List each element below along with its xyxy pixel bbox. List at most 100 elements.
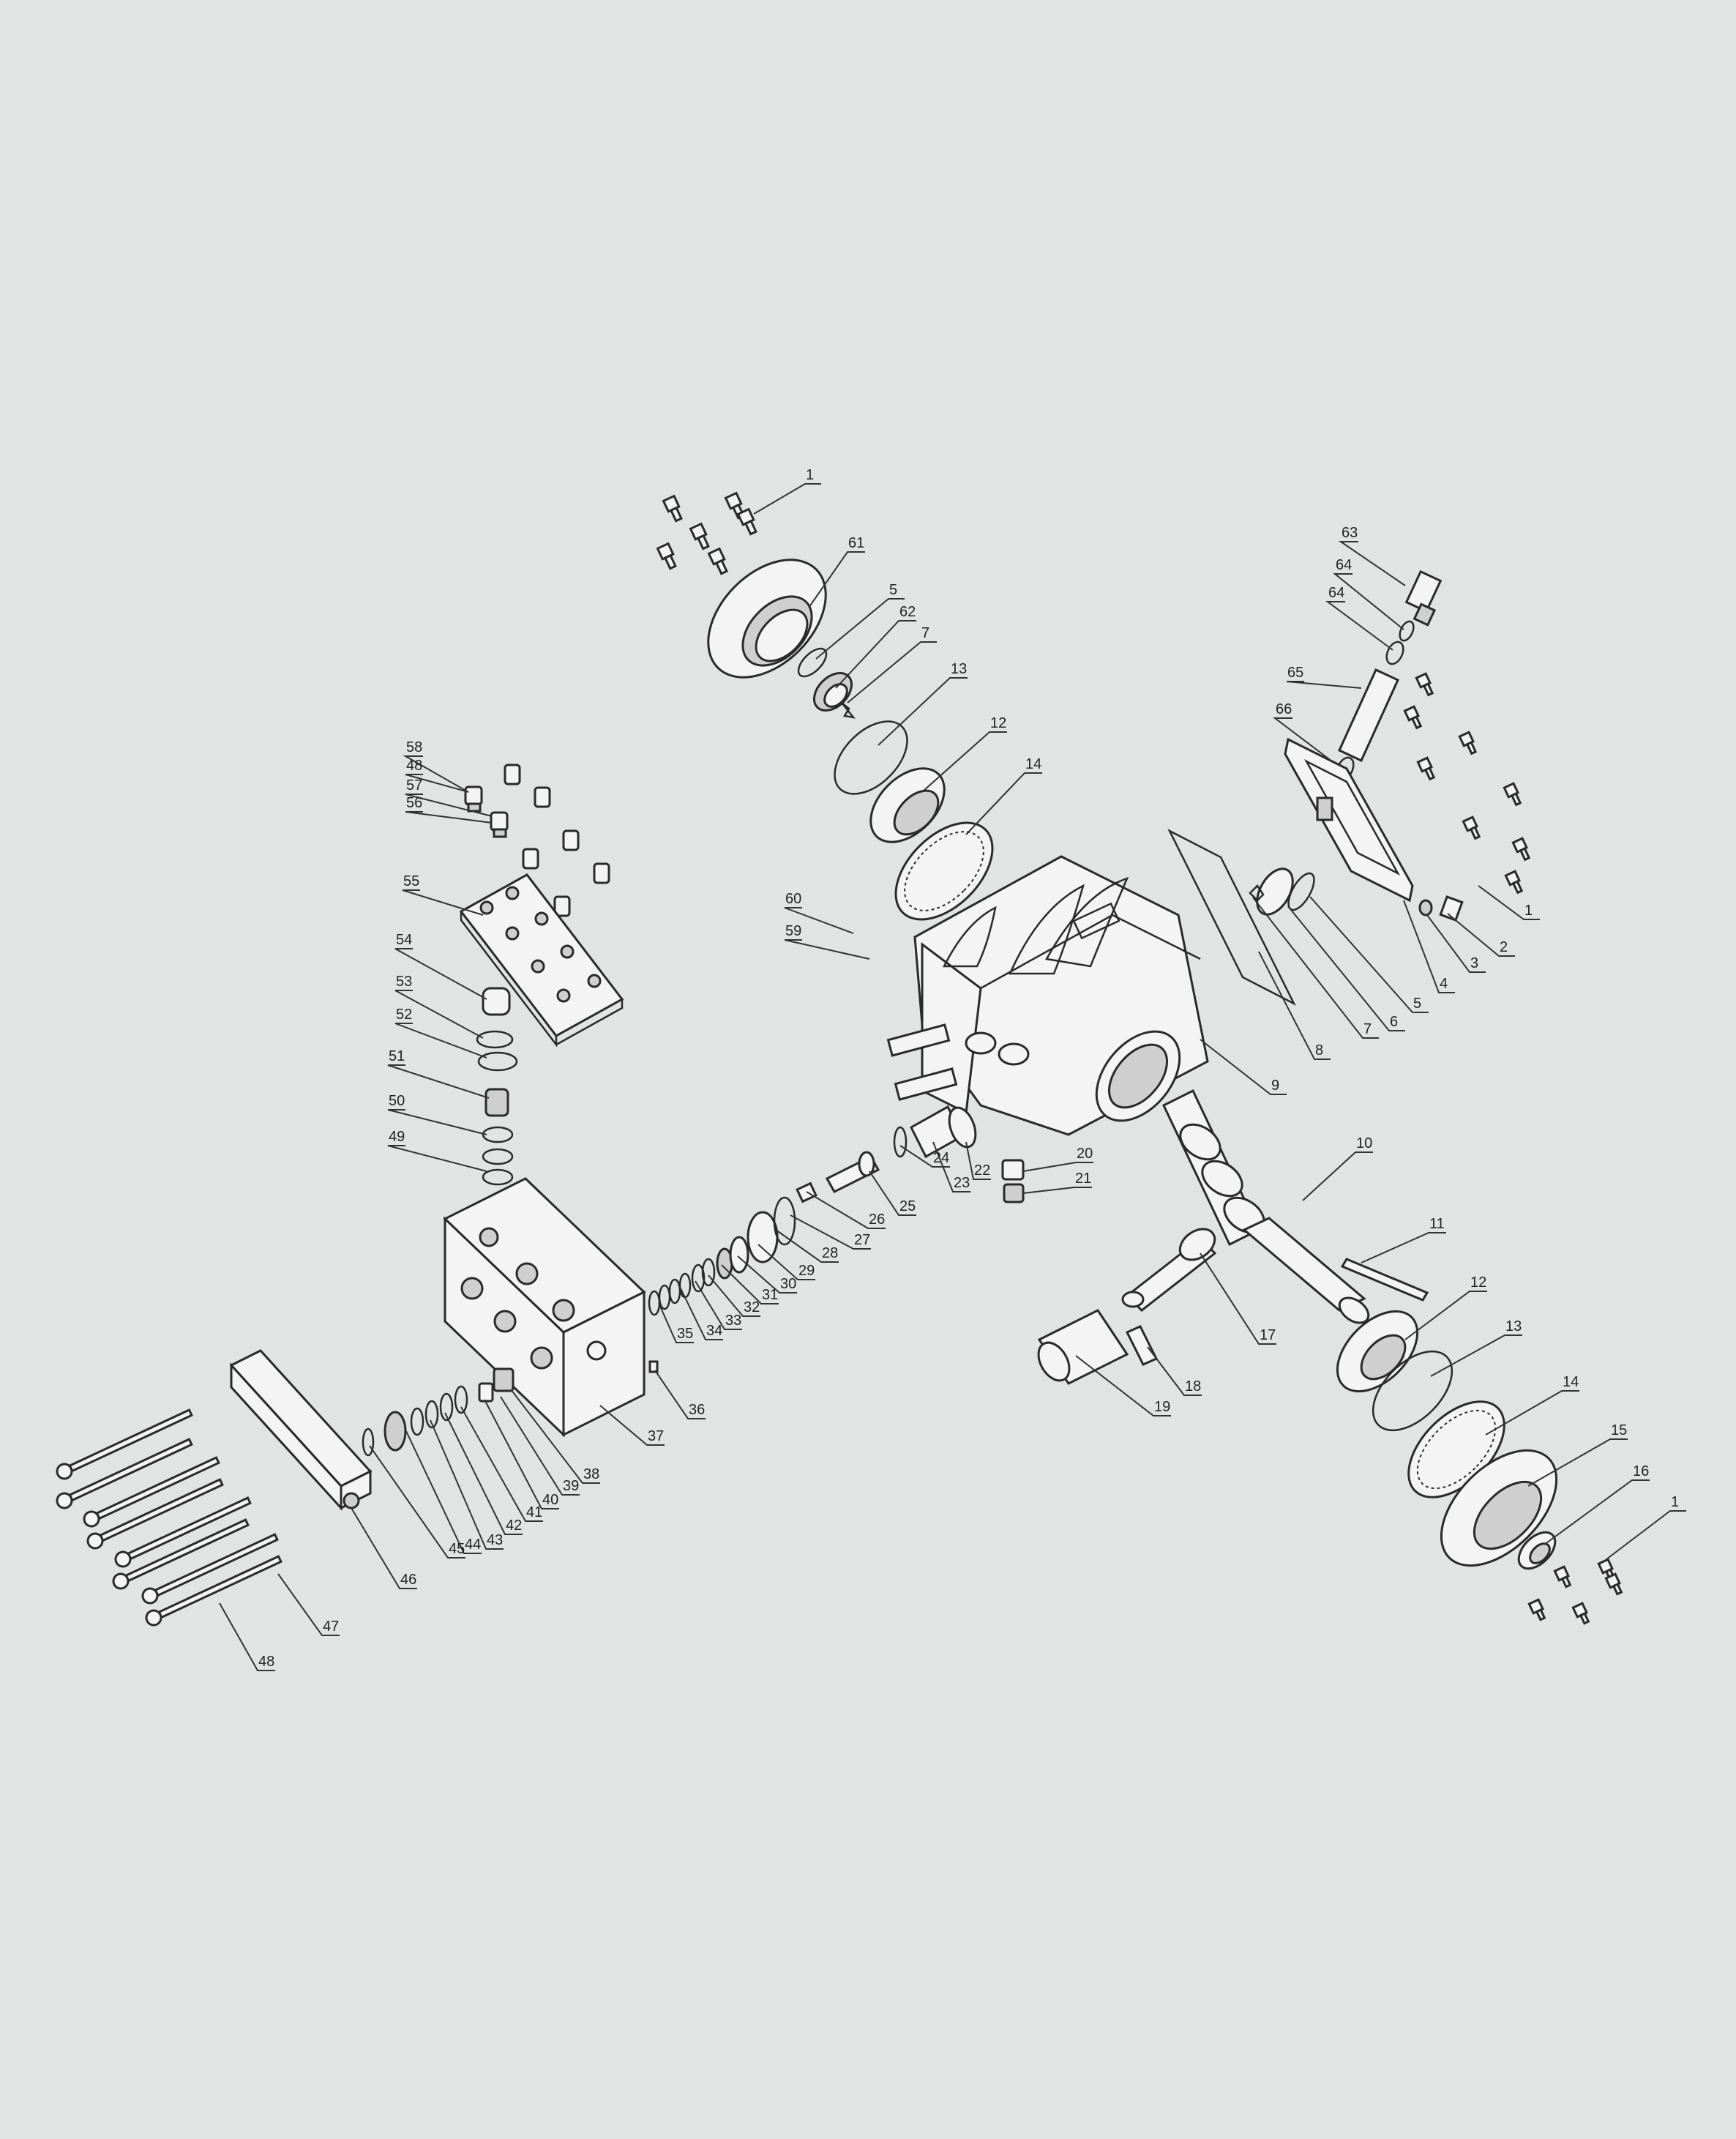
bolts-47-48 bbox=[56, 1408, 283, 1627]
callout-leader bbox=[878, 677, 968, 746]
callout-label-22: 22 bbox=[974, 1162, 990, 1179]
callout-leader bbox=[444, 1412, 523, 1535]
callout-leader bbox=[1075, 1355, 1171, 1416]
callout-leader bbox=[757, 1244, 815, 1280]
callout-label-44: 44 bbox=[465, 1537, 481, 1553]
callout-leader bbox=[394, 1023, 487, 1059]
callout-label-39: 39 bbox=[563, 1478, 579, 1494]
callout-leader bbox=[1200, 1253, 1276, 1345]
callout-leader bbox=[784, 939, 870, 960]
pump-head-37 bbox=[443, 1177, 646, 1438]
callout-leader bbox=[1404, 1291, 1487, 1340]
callout-leader bbox=[430, 1419, 504, 1550]
callout-label-61: 61 bbox=[848, 535, 864, 551]
oring-13-bottom bbox=[1372, 1350, 1453, 1432]
callout-leader bbox=[680, 1288, 723, 1340]
callout-leader bbox=[387, 1109, 487, 1135]
callout-leader bbox=[1022, 1187, 1092, 1194]
callout-label-8: 8 bbox=[1315, 1042, 1323, 1059]
callout-label-30: 30 bbox=[780, 1276, 796, 1292]
callout-leader bbox=[394, 948, 487, 1000]
plunger-25-26 bbox=[796, 1151, 880, 1203]
seal-stack-27-35 bbox=[648, 1196, 796, 1316]
callout-label-33: 33 bbox=[725, 1313, 741, 1329]
bearing-12-bottom bbox=[1336, 1310, 1419, 1393]
callout-label-5: 5 bbox=[889, 582, 897, 598]
callout-leader bbox=[1273, 717, 1333, 762]
callout-label-9: 9 bbox=[1271, 1078, 1279, 1094]
valve-plugs-group bbox=[504, 764, 610, 917]
callout-leader bbox=[387, 1064, 490, 1099]
callout-label-13: 13 bbox=[1505, 1318, 1522, 1334]
callout-label-31: 31 bbox=[762, 1287, 778, 1303]
callout-label-51: 51 bbox=[389, 1048, 405, 1064]
callout-label-14: 14 bbox=[1025, 756, 1041, 772]
callout-label-37: 37 bbox=[648, 1428, 664, 1444]
callout-leader bbox=[1426, 914, 1486, 973]
callout-leader bbox=[1485, 1390, 1579, 1436]
oring-13-top bbox=[834, 720, 908, 795]
callout-label-14: 14 bbox=[1563, 1374, 1579, 1390]
callout-label-56: 56 bbox=[406, 795, 422, 811]
callout-leader bbox=[1333, 573, 1404, 630]
callout-leader bbox=[1430, 1334, 1522, 1377]
callout-label-53: 53 bbox=[396, 974, 412, 990]
callout-leader bbox=[1325, 601, 1393, 651]
callout-label-60: 60 bbox=[785, 891, 801, 907]
callout-leader bbox=[1361, 1232, 1446, 1263]
callout-label-46: 46 bbox=[400, 1572, 416, 1588]
callout-leader bbox=[1022, 1162, 1093, 1172]
callout-leader bbox=[405, 774, 469, 793]
callout-label-27: 27 bbox=[854, 1232, 870, 1248]
oil-seal-62 bbox=[813, 672, 853, 712]
callout-leader bbox=[806, 1191, 886, 1229]
callout-leader bbox=[775, 1229, 839, 1263]
callout-leader bbox=[737, 1255, 797, 1294]
callout-leader bbox=[1338, 541, 1406, 586]
callout-label-55: 55 bbox=[403, 873, 419, 889]
callout-leader bbox=[369, 1445, 465, 1558]
callout-leader bbox=[484, 1399, 559, 1509]
callout-label-38: 38 bbox=[583, 1466, 599, 1482]
callout-label-2: 2 bbox=[1500, 939, 1508, 955]
callout-leader bbox=[1147, 1346, 1202, 1396]
callout-leader bbox=[500, 1396, 580, 1496]
callout-label-15: 15 bbox=[1611, 1422, 1627, 1438]
callout-label-63: 63 bbox=[1342, 525, 1358, 541]
screws-bottom-right-group bbox=[1527, 1558, 1623, 1625]
crankshaft-10 bbox=[1162, 1089, 1370, 1324]
callout-label-42: 42 bbox=[506, 1518, 522, 1534]
callout-label-49: 49 bbox=[389, 1129, 405, 1145]
callout-leader bbox=[1527, 1438, 1628, 1487]
crosshead-19 bbox=[1037, 1309, 1129, 1385]
callout-leader bbox=[965, 1141, 991, 1180]
callout-leader bbox=[394, 990, 484, 1039]
callout-label-4: 4 bbox=[1440, 976, 1448, 992]
callout-label-32: 32 bbox=[744, 1299, 760, 1315]
callout-label-52: 52 bbox=[396, 1007, 412, 1023]
callout-label-40: 40 bbox=[542, 1492, 558, 1508]
pin-36 bbox=[648, 1360, 659, 1373]
callout-leader bbox=[790, 1214, 871, 1250]
callout-label-7: 7 bbox=[1363, 1021, 1372, 1037]
callout-label-6: 6 bbox=[1390, 1014, 1398, 1030]
clamp-block-46 bbox=[229, 1349, 373, 1511]
callout-leader bbox=[1286, 681, 1362, 689]
callout-label-59: 59 bbox=[785, 923, 801, 939]
oring-5-top bbox=[797, 647, 828, 678]
callout-label-29: 29 bbox=[798, 1263, 815, 1279]
callout-leader bbox=[1309, 896, 1429, 1013]
oil-seal-16 bbox=[1517, 1531, 1557, 1570]
callout-leader bbox=[965, 772, 1042, 835]
callout-leader bbox=[510, 1389, 600, 1484]
callout-label-28: 28 bbox=[822, 1245, 838, 1261]
callout-label-64: 64 bbox=[1328, 585, 1344, 601]
valve-58-48-57-56 bbox=[464, 785, 509, 838]
callout-label-48: 48 bbox=[258, 1654, 274, 1670]
callout-label-1: 1 bbox=[806, 467, 814, 483]
callout-label-20: 20 bbox=[1077, 1146, 1093, 1162]
callout-leader bbox=[899, 1145, 950, 1168]
callout-leader bbox=[402, 889, 484, 916]
